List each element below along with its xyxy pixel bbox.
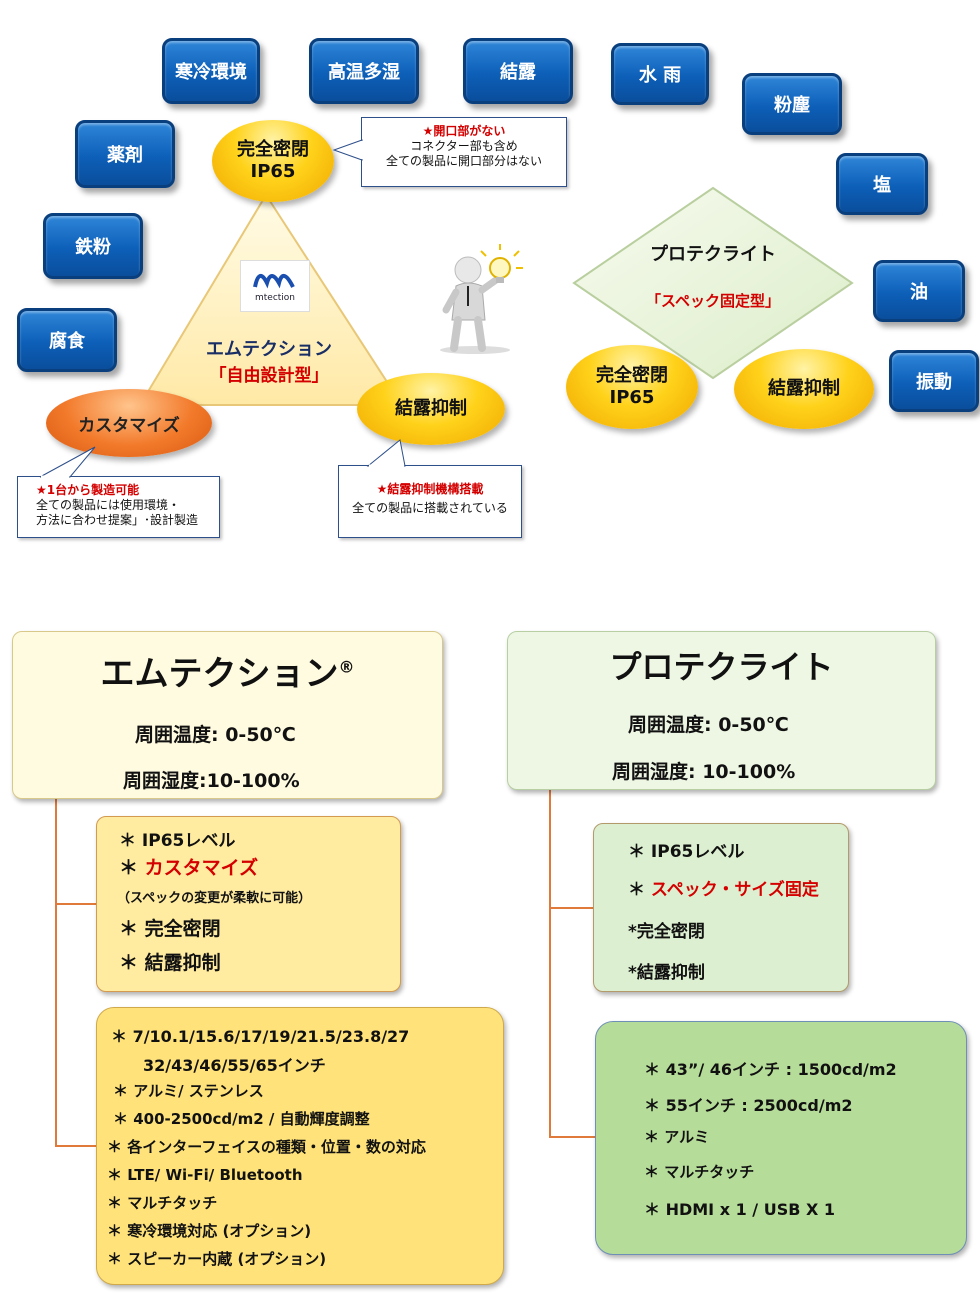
- spec-multitouch: ＊ マルチタッチ: [107, 1194, 218, 1212]
- mtection-diagram-title: エムテクション: [206, 339, 332, 360]
- mtection-specs-box: ＊ 7/10.1/15.6/17/19/21.5/23.8/27 32/43/4…: [96, 1007, 504, 1285]
- mtection-logo: mtection: [240, 260, 310, 312]
- connector-right-branch-2: [549, 1136, 595, 1138]
- mtection-features-box: ＊ IP65レベル ＊ カスタマイズ （スペックの変更が柔軟に可能） ＊ 完全密…: [96, 816, 401, 992]
- customize-ellipse: カスタマイズ: [46, 389, 212, 457]
- seal-line-2: IP65: [250, 161, 296, 182]
- protect-spec-43-46: ＊ 43”/ 46インチ : 1500cd/m2: [644, 1060, 897, 1079]
- protect-feature-fixed-text: スペック・サイズ固定: [650, 880, 819, 900]
- callout-no-opening-head: ★開口部がない: [422, 124, 506, 138]
- callout-no-opening: ★開口部がない コネクター部も含め 全ての製品に開口部分はない: [361, 117, 567, 187]
- env-tag-water-rain: 水 雨: [611, 43, 709, 105]
- spec-material: ＊ アルミ/ ステンレス: [113, 1082, 264, 1100]
- mtection-humidity: 周囲湿度:10-100%: [123, 770, 300, 792]
- person-idea-icon: [440, 244, 523, 354]
- spec-wireless: ＊ LTE/ Wi-Fi/ Bluetooth: [107, 1166, 303, 1184]
- callout-condensation-line-1: 全ての製品に搭載されている: [352, 501, 508, 515]
- env-tag-vibration: 振動: [889, 350, 979, 412]
- mtection-temp: 周囲温度: 0-50℃: [135, 724, 296, 746]
- mtection-panel-title-text: エムテクション: [100, 654, 339, 694]
- env-tag-chemical: 薬剤: [75, 120, 175, 188]
- callout-condensation-head: ★結露抑制機構搭載: [376, 482, 484, 496]
- callout-one-unit-head: ★1台から製造可能: [36, 483, 140, 497]
- mtection-logo-mark-icon: [253, 274, 295, 289]
- protect-feature-fixed: ＊ スペック・サイズ固定: [628, 875, 819, 900]
- protect-feature-ip65: ＊ IP65レベル: [628, 842, 745, 862]
- connector-right-vertical: [549, 788, 551, 1138]
- callout-one-unit-line-1: 全ての製品には使用環境・: [36, 498, 181, 512]
- protect-diagram-subtitle: 「スペック固定型」: [646, 292, 780, 310]
- callout-no-opening-line-1: コネクター部も含め: [410, 139, 518, 153]
- condensation-ellipse-mtection: 結露抑制: [357, 373, 505, 445]
- env-tag-humid: 高温多湿: [309, 38, 419, 104]
- feature-sealed: ＊ 完全密閉: [119, 918, 221, 940]
- spec-cold-option: ＊ 寒冷環境対応 (オプション): [107, 1222, 312, 1240]
- callout-one-unit: ★1台から製造可能 全ての製品には使用環境・ 方法に合わせ提案」･設計製造: [17, 476, 220, 538]
- seal-line-1: 完全密閉: [237, 138, 309, 160]
- connector-right-branch-1: [549, 907, 593, 909]
- protect-seal-line-1: 完全密閉: [596, 364, 668, 386]
- spec-sizes: ＊ 7/10.1/15.6/17/19/21.5/23.8/27: [111, 1027, 410, 1046]
- protect-feature-condensation: *結露抑制: [628, 963, 705, 983]
- logo-text: mtection: [254, 293, 296, 303]
- callout-no-opening-line-2: 全ての製品に開口部分はない: [385, 154, 542, 168]
- protect-spec-ports: ＊ HDMI x 1 / USB X 1: [644, 1200, 836, 1219]
- protect-feature-fixed-star: ＊: [628, 880, 645, 900]
- env-tag-condensation: 結露: [463, 38, 573, 104]
- registered-mark: ®: [338, 657, 355, 677]
- protect-spec-multitouch: ＊ マルチタッチ: [644, 1163, 755, 1181]
- protect-feature-sealed: *完全密閉: [628, 922, 705, 942]
- protect-diagram-title: プロテクライト: [650, 244, 776, 265]
- feature-customize: ＊ カスタマイズ: [119, 853, 258, 880]
- spec-interface: ＊ 各インターフェイスの種類・位置・数の対応: [107, 1138, 426, 1156]
- protect-spec-55: ＊ 55インチ : 2500cd/m2: [644, 1096, 853, 1115]
- feature-customize-text: カスタマイズ: [144, 857, 259, 879]
- protect-temp: 周囲温度: 0-50℃: [628, 714, 789, 736]
- spec-speaker-option: ＊ スピーカー内蔵 (オプション): [107, 1250, 327, 1268]
- mtection-panel-title: エムテクション®: [13, 646, 442, 695]
- protect-specs-box: ＊ 43”/ 46インチ : 1500cd/m2 ＊ 55インチ : 2500c…: [595, 1021, 967, 1255]
- protect-spec-material: ＊ アルミ: [644, 1128, 710, 1146]
- spec-brightness: ＊ 400-2500cd/m2 / 自動輝度調整: [113, 1110, 370, 1128]
- protect-panel: プロテクライト 周囲温度: 0-50℃ 周囲湿度: 10-100%: [507, 631, 936, 790]
- feature-customize-star: ＊: [119, 857, 139, 879]
- env-tag-salt: 塩: [836, 153, 928, 215]
- env-tag-corrosion: 腐食: [17, 308, 117, 372]
- feature-condensation: ＊ 結露抑制: [119, 952, 221, 974]
- env-tag-iron-powder: 鉄粉: [43, 213, 143, 279]
- protect-seal-line-2: IP65: [609, 387, 655, 408]
- env-tag-cold: 寒冷環境: [162, 38, 260, 104]
- mtection-diagram-subtitle: 「自由設計型」: [209, 366, 329, 386]
- connector-left-vertical: [55, 797, 57, 1146]
- feature-customize-note: （スペックの変更が柔軟に可能）: [117, 891, 312, 906]
- condensation-ellipse-protect: 結露抑制: [734, 349, 874, 429]
- protect-panel-title: プロテクライト: [609, 648, 834, 686]
- spec-sizes-2: 32/43/46/55/65インチ: [143, 1056, 326, 1075]
- callout-pointers: [39, 139, 406, 479]
- connector-left-branch-2: [55, 1145, 97, 1147]
- mtection-panel: エムテクション® 周囲温度: 0-50℃ 周囲湿度:10-100%: [12, 631, 443, 799]
- callout-condensation: ★結露抑制機構搭載 全ての製品に搭載されている: [338, 465, 522, 538]
- feature-ip65: ＊ IP65レベル: [119, 831, 236, 851]
- env-tag-oil: 油: [873, 260, 965, 322]
- protect-humidity: 周囲湿度: 10-100%: [612, 761, 796, 783]
- connector-left-branch-1: [55, 903, 97, 905]
- env-tag-dust: 粉塵: [742, 73, 842, 135]
- callout-one-unit-line-2: 方法に合わせ提案」･設計製造: [36, 513, 199, 527]
- protect-features-box: ＊ IP65レベル ＊ スペック・サイズ固定 *完全密閉 *結露抑制: [593, 823, 849, 992]
